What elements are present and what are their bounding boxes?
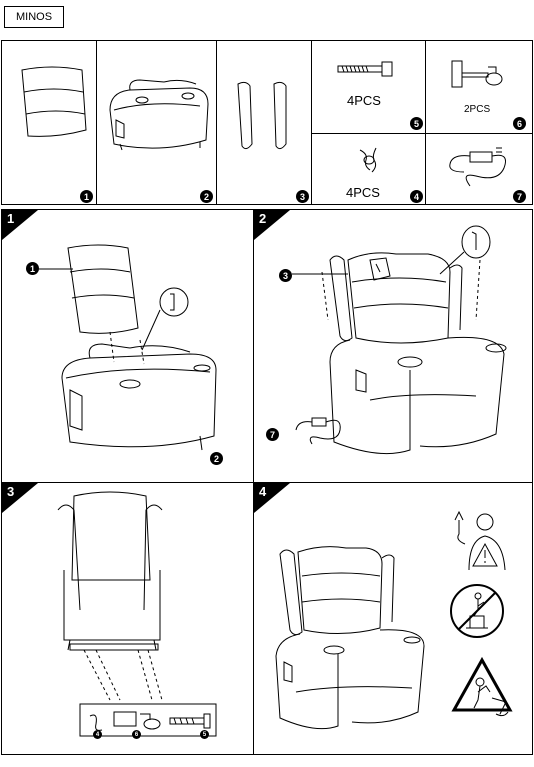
bracket-part-illustration bbox=[451, 60, 503, 88]
chair-base-part-illustration bbox=[109, 79, 209, 151]
callout-badge: 2 bbox=[210, 452, 223, 465]
part-number-badge: 2 bbox=[200, 190, 213, 203]
callout-badge: 4 bbox=[93, 730, 102, 739]
step-3-illustration bbox=[57, 491, 217, 737]
callout-leader bbox=[292, 273, 348, 275]
document-title: MINOS bbox=[4, 6, 64, 28]
part-number-badge: 4 bbox=[410, 190, 423, 203]
callout-badge: 5 bbox=[200, 730, 209, 739]
divider bbox=[311, 40, 312, 205]
no-climbing-icon bbox=[450, 584, 504, 638]
assembled-chair-illustration bbox=[275, 546, 425, 730]
recycle-symbol-icon bbox=[451, 656, 513, 717]
divider bbox=[425, 40, 426, 205]
callout-badge: 6 bbox=[132, 730, 141, 739]
divider bbox=[311, 133, 533, 134]
part-number-badge: 3 bbox=[296, 190, 309, 203]
step-badge: 1 bbox=[2, 210, 38, 240]
warning-person-icon bbox=[454, 510, 506, 571]
step-badge: 4 bbox=[254, 483, 290, 513]
wing-nut-part-illustration bbox=[359, 147, 377, 173]
wing-nut-quantity: 4PCS bbox=[346, 185, 380, 200]
step-2-illustration bbox=[321, 225, 507, 455]
power-cable-part-illustration bbox=[449, 147, 506, 187]
bolt-quantity: 4PCS bbox=[347, 93, 381, 108]
bracket-quantity: 2PCS bbox=[464, 104, 491, 115]
divider bbox=[216, 40, 217, 205]
callout-badge: 1 bbox=[26, 262, 39, 275]
callout-badge: 7 bbox=[266, 428, 279, 441]
parts-panel bbox=[1, 40, 533, 205]
part-number-badge: 1 bbox=[80, 190, 93, 203]
power-cable-illustration bbox=[295, 417, 341, 445]
part-number-badge: 5 bbox=[410, 117, 423, 130]
backrest-part-illustration bbox=[21, 66, 87, 137]
callout-leader bbox=[39, 268, 73, 270]
step-badge: 3 bbox=[2, 483, 38, 513]
divider bbox=[96, 40, 97, 205]
step-1-illustration bbox=[61, 244, 217, 451]
side-wings-part-illustration bbox=[237, 81, 287, 150]
part-number-badge: 7 bbox=[513, 190, 526, 203]
step-badge: 2 bbox=[254, 210, 290, 240]
callout-badge: 3 bbox=[279, 269, 292, 282]
part-number-badge: 6 bbox=[513, 117, 526, 130]
bolt-part-illustration bbox=[337, 61, 393, 77]
divider bbox=[1, 482, 533, 483]
